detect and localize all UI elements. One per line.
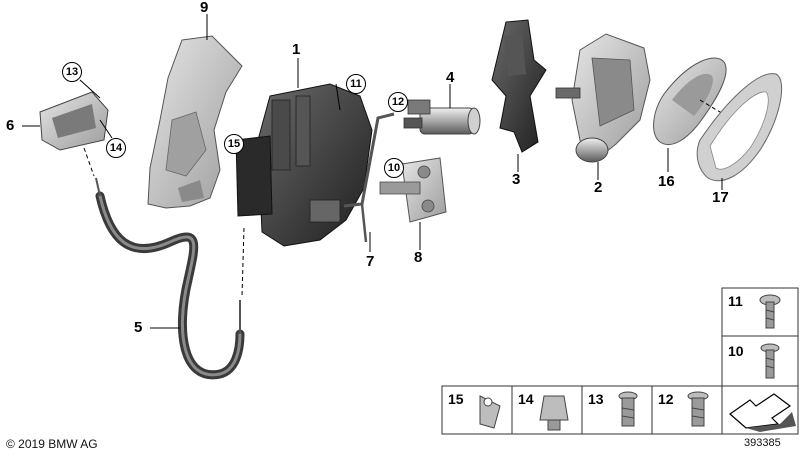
legend-table xyxy=(441,287,799,435)
part-17-gasket xyxy=(696,73,783,182)
legend-label-14: 14 xyxy=(518,391,534,407)
legend-screw-11-icon xyxy=(759,294,781,329)
legend-label-10: 10 xyxy=(728,343,744,359)
callout-circle-11: 11 xyxy=(346,74,366,94)
callout-7: 7 xyxy=(366,253,375,270)
arrow-symbol-icon xyxy=(729,393,796,432)
callout-circle-14: 14 xyxy=(106,138,126,158)
image-number: 393385 xyxy=(744,437,781,449)
legend-clip-15-icon xyxy=(479,395,501,429)
part-6-handle-housing xyxy=(39,91,109,151)
callout-17: 17 xyxy=(712,189,729,206)
part-2-handle-carrier xyxy=(555,33,651,163)
legend-screw-10-icon xyxy=(760,343,780,379)
legend-label-15: 15 xyxy=(448,391,464,407)
callout-circle-13: 13 xyxy=(62,62,82,82)
legend-screw-12-icon xyxy=(687,391,709,427)
legend-nut-14-icon xyxy=(539,395,569,431)
callout-4: 4 xyxy=(446,69,455,86)
callout-16: 16 xyxy=(658,173,675,190)
part-9-cover-plate xyxy=(147,35,243,209)
part-3-bracket xyxy=(491,19,547,153)
legend-label-11: 11 xyxy=(728,293,743,309)
part-7-rod xyxy=(343,112,395,243)
callout-3: 3 xyxy=(512,171,521,188)
part-1-door-lock xyxy=(235,83,373,247)
callout-1: 1 xyxy=(292,41,301,58)
part-8-striker xyxy=(379,157,447,223)
callout-circle-12: 12 xyxy=(388,92,408,112)
callout-6: 6 xyxy=(6,117,15,134)
callout-8: 8 xyxy=(414,249,423,266)
legend-screw-13-icon xyxy=(618,391,638,427)
callout-2: 2 xyxy=(594,179,603,196)
part-5-bowden-cable xyxy=(95,177,245,380)
callout-5: 5 xyxy=(134,319,143,336)
callout-circle-10: 10 xyxy=(384,158,404,178)
callout-circle-15: 15 xyxy=(224,134,244,154)
callout-9: 9 xyxy=(200,0,209,16)
copyright-text: © 2019 BMW AG xyxy=(6,437,98,451)
part-4-lock-cylinder xyxy=(403,99,481,135)
part-16-outer-handle xyxy=(653,57,727,145)
legend-label-13: 13 xyxy=(588,391,604,407)
legend-label-12: 12 xyxy=(658,391,674,407)
